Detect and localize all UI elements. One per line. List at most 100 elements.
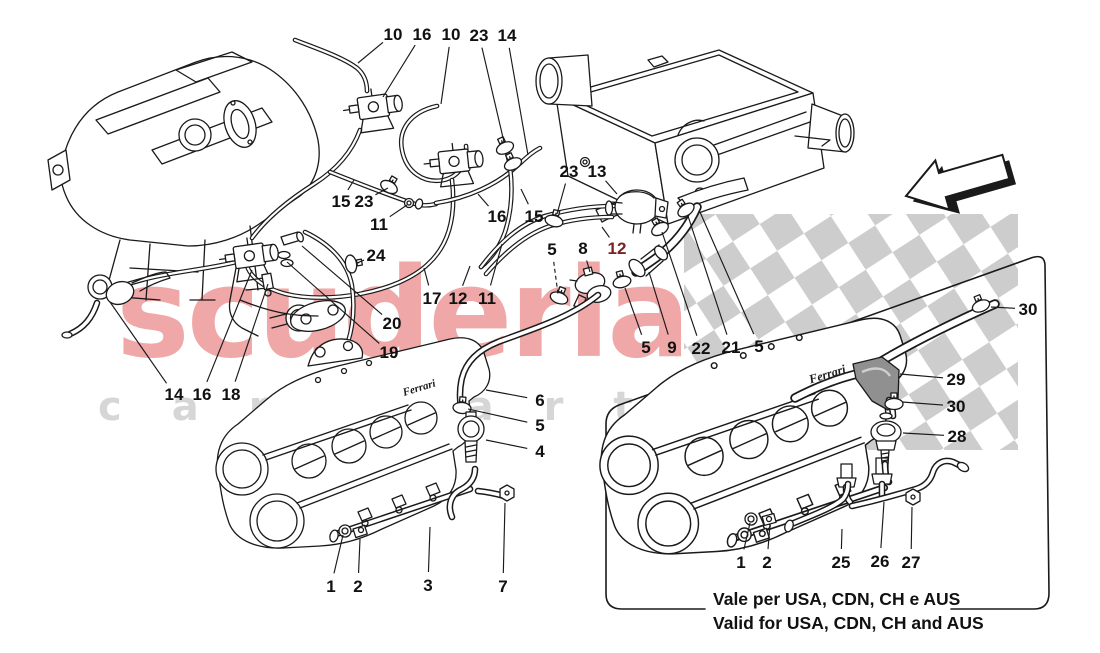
callout-number-30: 30 — [947, 397, 966, 416]
callout-10: 10 — [440, 25, 461, 105]
callout-number-16: 16 — [488, 207, 507, 226]
callout-14: 14 — [109, 301, 184, 404]
callout-number-12: 12 — [449, 289, 468, 308]
note-line-2: Valid for USA, CDN, CH and AUS — [713, 613, 984, 633]
leader-line-28 — [902, 432, 945, 436]
callout-number-2: 2 — [353, 577, 362, 596]
callout-number-14: 14 — [165, 385, 184, 404]
callout-25: 25 — [832, 528, 850, 572]
leader-line-12 — [462, 265, 471, 287]
callout-number-1: 1 — [326, 577, 335, 596]
leader-line-30 — [901, 401, 944, 406]
leader-line-4 — [485, 439, 528, 449]
callout-number-3: 3 — [423, 576, 432, 595]
callout-number-10: 10 — [384, 25, 403, 44]
callout-27: 27 — [902, 506, 920, 572]
leader-line-7 — [502, 502, 506, 574]
leader-line-6 — [485, 389, 528, 399]
callout-1: 1 — [326, 534, 344, 596]
callout-number-21: 21 — [722, 338, 741, 357]
leader-line-2 — [357, 538, 361, 574]
callout-12: 12 — [449, 265, 471, 308]
intake-plenum-drawing — [47, 51, 320, 301]
blowby-valve-assembly-2 — [744, 291, 1000, 533]
callout-number-28: 28 — [948, 427, 967, 446]
callout-number-5: 5 — [754, 337, 763, 356]
callout-11: 11 — [370, 204, 408, 234]
callout-3: 3 — [423, 526, 433, 595]
leader-line-5 — [624, 287, 643, 335]
callout-number-18: 18 — [222, 385, 241, 404]
callout-number-10: 10 — [442, 25, 461, 44]
callout-20: 20 — [301, 245, 402, 333]
callout-number-17: 17 — [423, 289, 442, 308]
callout-number-6: 6 — [535, 391, 544, 410]
leader-line-1 — [333, 534, 344, 574]
leader-line-2 — [767, 523, 771, 550]
callout-11: 11 — [478, 243, 503, 308]
callout-number-23: 23 — [560, 162, 579, 181]
hose-runs — [66, 37, 702, 345]
callout-number-29: 29 — [947, 370, 966, 389]
callout-number-23: 23 — [355, 192, 374, 211]
callout-12: 12 — [601, 226, 626, 258]
leader-line-15 — [347, 179, 355, 191]
leader-line-30 — [990, 306, 1016, 309]
callout-number-19: 19 — [380, 343, 399, 362]
callout-6: 6 — [485, 389, 545, 410]
callout-1: 1 — [736, 522, 751, 572]
callout-number-5: 5 — [547, 240, 556, 259]
leader-line-27 — [910, 506, 913, 550]
leader-line-16 — [382, 44, 416, 98]
callout-13: 13 — [588, 162, 618, 195]
leader-line-8 — [586, 260, 591, 273]
leader-line-10 — [357, 41, 384, 64]
leader-line-16 — [206, 269, 253, 383]
leader-line-10 — [440, 46, 450, 105]
callout-7: 7 — [498, 502, 508, 596]
callout-21: 21 — [687, 215, 741, 357]
leader-line-23 — [481, 47, 505, 143]
leader-line-29 — [899, 373, 944, 379]
callout-number-15: 15 — [332, 192, 351, 211]
leader-line-13 — [605, 180, 618, 195]
callout-30: 30 — [901, 397, 966, 416]
callout-5: 5 — [547, 240, 559, 295]
leader-line-19 — [286, 261, 380, 344]
leader-line-21 — [687, 215, 728, 335]
callout-9: 9 — [648, 271, 677, 357]
callout-number-16: 16 — [193, 385, 212, 404]
callout-22: 22 — [661, 231, 710, 358]
leader-line-26 — [880, 501, 885, 549]
callout-4: 4 — [485, 439, 545, 461]
callout-15: 15 — [520, 188, 544, 226]
callout-23: 23 — [556, 162, 579, 215]
callout-16: 16 — [193, 269, 253, 404]
callout-5: 5 — [624, 287, 651, 357]
callout-number-24: 24 — [367, 246, 386, 265]
callout-number-13: 13 — [588, 162, 607, 181]
callout-number-26: 26 — [871, 552, 890, 571]
leader-line-5 — [699, 211, 755, 335]
callout-number-9: 9 — [667, 338, 676, 357]
callout-number-30: 30 — [1019, 300, 1038, 319]
callout-17: 17 — [423, 267, 442, 308]
callout-19: 19 — [286, 261, 399, 362]
callout-number-23: 23 — [470, 26, 489, 45]
leader-line-11 — [489, 243, 503, 286]
callout-15: 15 — [332, 179, 355, 211]
callout-28: 28 — [902, 427, 967, 446]
leader-line-17 — [423, 267, 430, 286]
callout-5: 5 — [699, 211, 764, 356]
direction-arrow-icon — [904, 153, 1017, 214]
center-components — [569, 189, 698, 310]
note-line-1: Vale per USA, CDN, CH e AUS — [713, 589, 960, 609]
callout-26: 26 — [871, 501, 890, 571]
callout-2: 2 — [762, 523, 772, 572]
callout-number-2: 2 — [762, 553, 771, 572]
leader-line-23 — [375, 187, 389, 196]
callout-number-15: 15 — [525, 207, 544, 226]
leader-line-5 — [467, 408, 528, 423]
callout-number-20: 20 — [383, 314, 402, 333]
